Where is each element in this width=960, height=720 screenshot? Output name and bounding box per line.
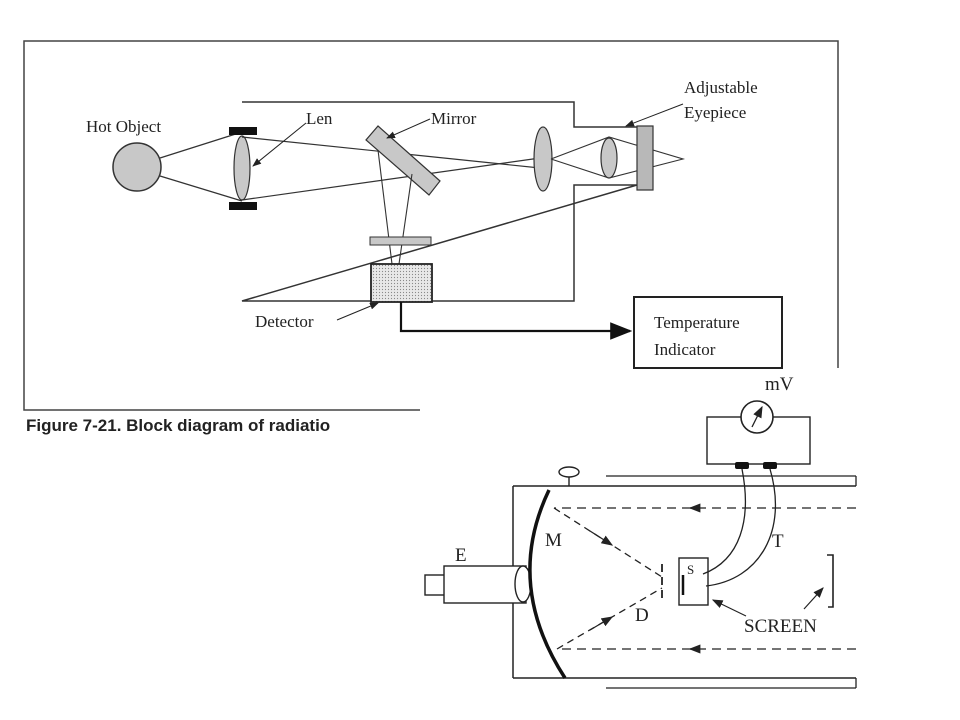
signal-line — [399, 302, 633, 340]
e-label: E — [455, 545, 467, 566]
mirror — [365, 125, 441, 196]
detector-label: Detector — [255, 312, 314, 331]
temperature-indicator-box — [633, 296, 783, 369]
lens-label: Len — [306, 109, 333, 128]
radiation-pyrometer-block-diagram: Hot Object Len Mirror Adjustable Eyepiec… — [23, 40, 839, 435]
eyepiece-lens — [600, 137, 618, 179]
bottom-image-background — [421, 369, 860, 720]
aperture-stop-top — [229, 127, 257, 135]
figure-frame — [23, 40, 839, 411]
aperture-stop-bottom — [229, 202, 257, 210]
hot-object-label: Hot Object — [86, 117, 161, 136]
d-label: D — [635, 605, 649, 626]
figure-caption: Figure 7-21. Block diagram of radiatio — [26, 416, 330, 435]
thermocouple-wire-1 — [702, 468, 746, 575]
eyepiece-label: Eyepiece — [684, 103, 746, 122]
objective-lens — [233, 135, 251, 201]
concave-mirror — [528, 489, 567, 679]
terminal-left — [735, 462, 749, 469]
temperature-label: Temperature — [654, 313, 740, 332]
s-label: S — [687, 562, 694, 577]
adjustable-label: Adjustable — [684, 78, 758, 97]
filter-plate — [369, 236, 432, 246]
indicator-label: Indicator — [654, 340, 716, 359]
screen — [827, 554, 834, 608]
thermopile-telescope-diagram: mV — [424, 374, 857, 689]
field-lens — [533, 126, 553, 192]
hot-object — [112, 142, 162, 192]
screen-label: SCREEN — [744, 616, 817, 637]
mirror-label: Mirror — [431, 109, 477, 128]
terminal-right — [763, 462, 777, 469]
eyepiece-tube — [424, 574, 446, 596]
t-label: T — [772, 531, 784, 552]
m-label: M — [545, 530, 562, 551]
thermocouple-wire-2 — [705, 468, 777, 587]
adjustment-knob — [558, 466, 580, 478]
eyepiece-plate — [636, 125, 654, 191]
detector — [370, 263, 433, 303]
mv-label: mV — [765, 374, 794, 395]
instrument-housing — [241, 101, 638, 302]
